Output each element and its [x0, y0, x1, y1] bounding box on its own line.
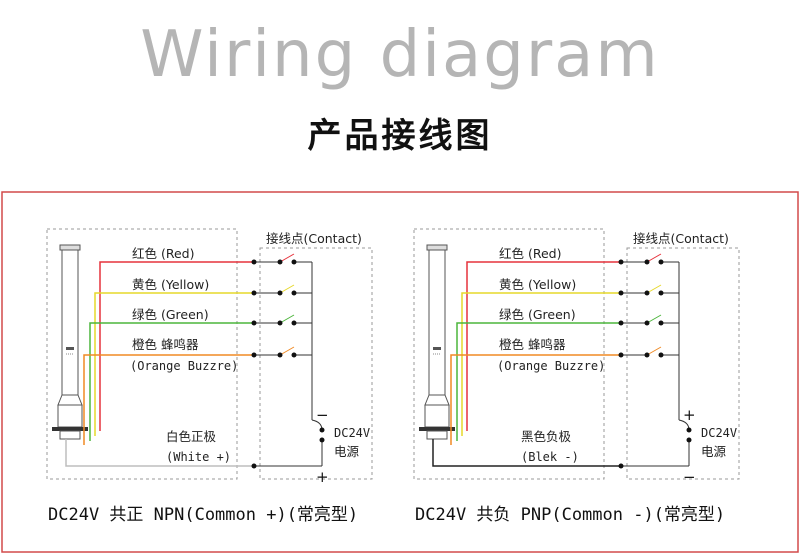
npn-power-label: DC24V [334, 426, 370, 440]
npn-wire-green [89, 322, 254, 441]
npn-wire-common [65, 439, 254, 467]
npn-wire-red [99, 261, 254, 431]
diagram-frame [1, 191, 799, 553]
npn-diagram: 接线点(Contact) 红色 (Red) 黄色 (Yellow) 绿色 (Gr… [46, 228, 373, 525]
title-chinese: 产品接线图 [307, 116, 493, 156]
pnp-sign-bottom: − [683, 468, 696, 486]
pnp-light-box [413, 228, 605, 480]
pnp-common-label: 黑色负极 [521, 429, 572, 444]
npn-red-label: 红色 (Red) [132, 246, 194, 261]
npn-yellow-label: 黄色 (Yellow) [132, 277, 209, 292]
pnp-power-sub: 电源 [701, 444, 727, 459]
pnp-tower-light-icon [419, 244, 455, 440]
npn-contact-label: 接线点(Contact) [266, 231, 362, 246]
npn-sign-bottom: + [316, 468, 329, 486]
pnp-yellow-label: 黄色 (Yellow) [499, 277, 576, 292]
npn-wire-yellow [94, 292, 254, 436]
pnp-wire-orange [450, 354, 621, 445]
npn-orange-label: 橙色 蜂鸣器 [132, 337, 199, 352]
pnp-contact-box [626, 247, 740, 480]
npn-light-box [46, 228, 238, 480]
pnp-switches [621, 253, 690, 467]
npn-power-sub: 电源 [334, 444, 360, 459]
npn-orange-sub: (Orange Buzzre) [130, 359, 238, 373]
npn-sign-top: − [316, 406, 329, 424]
pnp-orange-label: 橙色 蜂鸣器 [499, 337, 566, 352]
npn-wire-orange [83, 354, 254, 445]
pnp-wire-yellow [461, 292, 621, 436]
pnp-orange-sub: (Orange Buzzre) [497, 359, 605, 373]
pnp-terminal-dots [618, 259, 692, 469]
pnp-wire-red [466, 261, 621, 431]
pnp-wire-common [432, 439, 621, 467]
pnp-wire-green [456, 322, 621, 441]
pnp-red-label: 红色 (Red) [499, 246, 561, 261]
npn-tower-light-icon [52, 244, 88, 440]
npn-green-label: 绿色 (Green) [132, 307, 209, 322]
npn-contact-box [259, 247, 373, 480]
npn-caption: DC24V 共正 NPN(Common +)(常亮型) [48, 505, 358, 525]
pnp-diagram: 接线点(Contact) 红色 (Red) 黄色 (Yellow) 绿色 (Gr… [413, 228, 740, 525]
pnp-common-sub: (Blek -) [521, 450, 579, 464]
npn-common-label: 白色正极 [166, 429, 217, 444]
npn-switches [254, 253, 323, 467]
npn-common-sub: (White +) [166, 450, 231, 464]
pnp-caption: DC24V 共负 PNP(Common -)(常亮型) [415, 505, 725, 525]
pnp-contact-label: 接线点(Contact) [633, 231, 729, 246]
title-english: Wiring diagram [140, 18, 660, 92]
pnp-sign-top: + [683, 406, 696, 424]
pnp-green-label: 绿色 (Green) [499, 307, 576, 322]
npn-terminal-dots [251, 259, 325, 469]
pnp-power-label: DC24V [701, 426, 737, 440]
